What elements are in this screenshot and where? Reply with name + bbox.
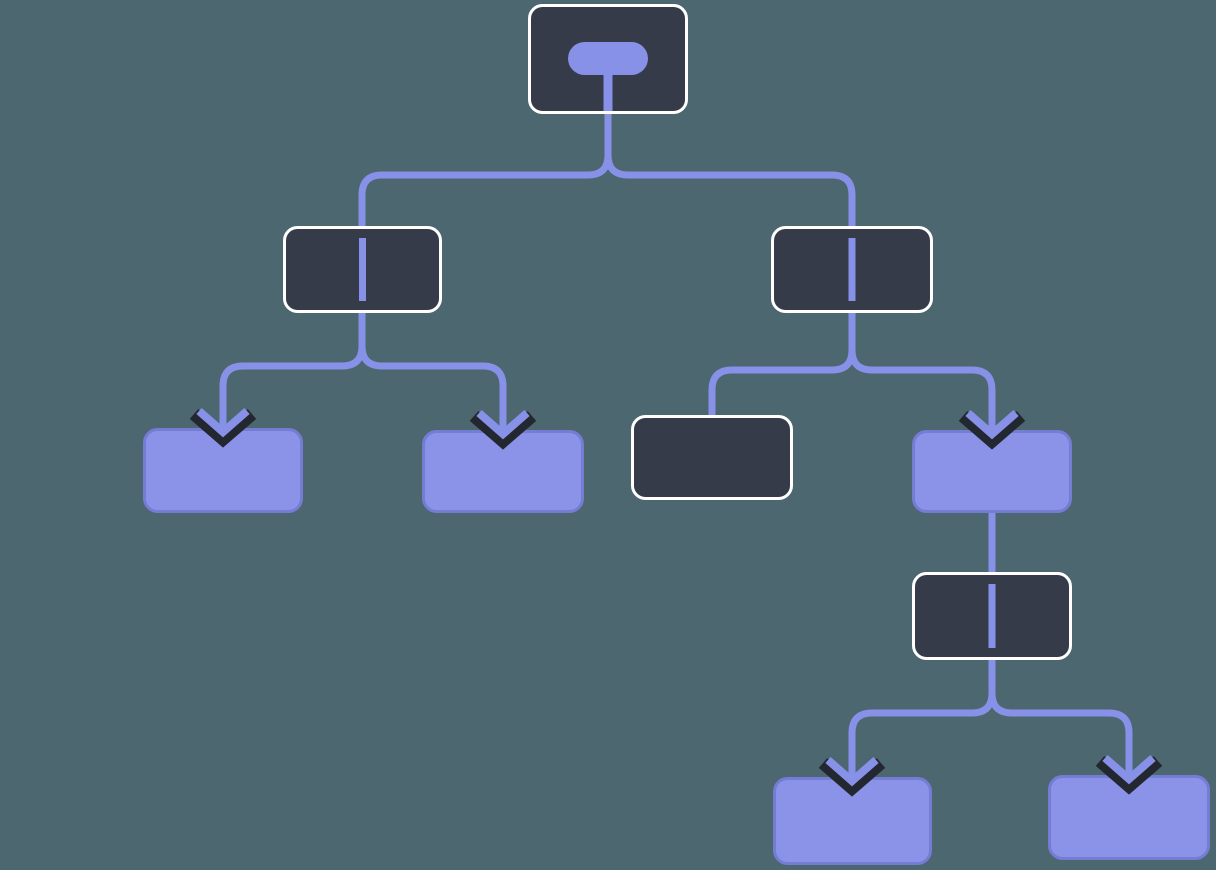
arrowhead-down-icon [965,409,1019,440]
drop-arrow-icon [958,396,1026,450]
drop-arrow-icon [189,394,257,448]
edges-layer [219,110,1133,765]
chevron-down-icon [958,411,1026,450]
edge-branch-left-to-leaf-2 [358,305,507,418]
drop-arrows-layer [189,394,1163,797]
chevron-down-icon [1095,756,1163,795]
tree-node-mid-plain[interactable] [631,415,793,500]
drop-arrow-icon [469,396,537,450]
node-body-plain [631,415,793,500]
chevron-down-icon [469,411,537,450]
edge-branch-bottom-to-leaf-5 [988,652,1133,763]
edge-root-to-branch-left [358,110,612,236]
drop-arrow-icon [1095,741,1163,795]
root-pill-icon [568,42,648,75]
drop-arrow-icon [818,743,886,797]
nodes-layer [143,4,1210,865]
edge-branch-left-to-leaf-1 [219,305,366,416]
edge-branch-bottom-to-leaf-4 [848,652,996,765]
arrowhead-down-icon [825,756,879,787]
chevron-down-icon [189,409,257,448]
edge-branch-right-to-leaf-3 [848,305,996,418]
arrowhead-down-icon [476,409,530,440]
root-pill-stem [603,73,613,111]
edge-root-to-branch-right [604,110,856,236]
node-decor-layer [359,42,996,648]
edge-branch-right-to-mid-plain [708,305,856,425]
arrowhead-down-icon [196,407,250,438]
arrowhead-down-icon [1102,754,1156,785]
chevron-down-icon [818,758,886,797]
